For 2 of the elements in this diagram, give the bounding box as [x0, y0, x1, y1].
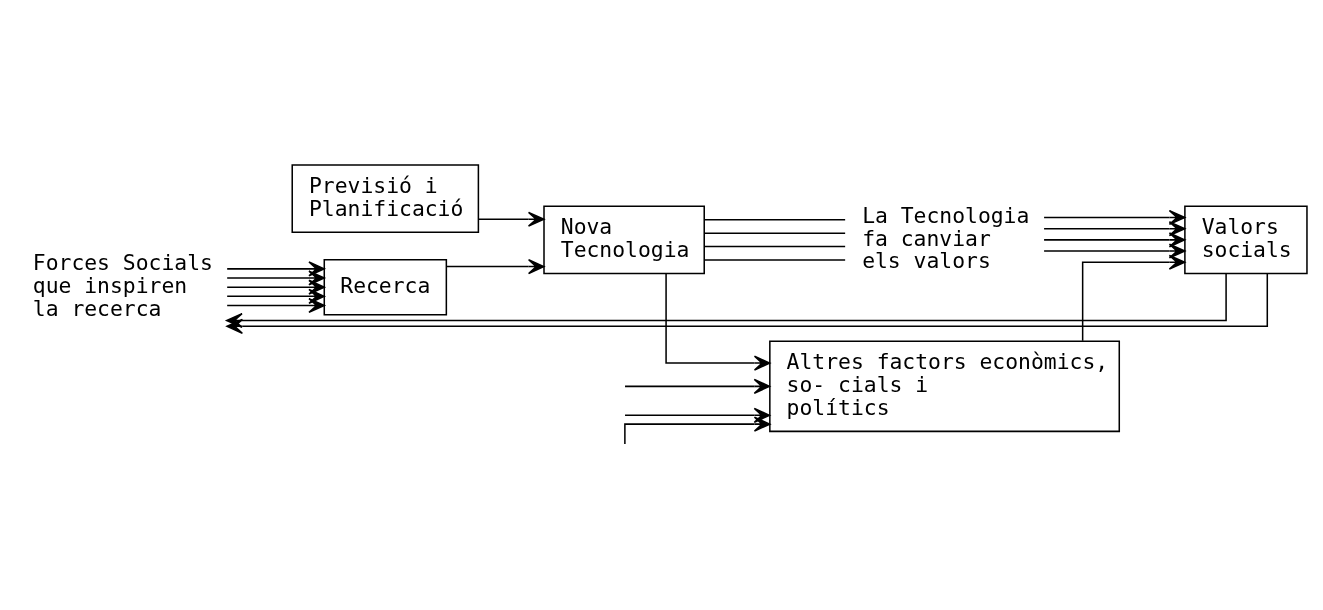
node-text: Forces Socials que inspiren la recerca	[32, 249, 213, 321]
node-text: La Tecnologia fa canviar els valors	[862, 202, 1030, 274]
